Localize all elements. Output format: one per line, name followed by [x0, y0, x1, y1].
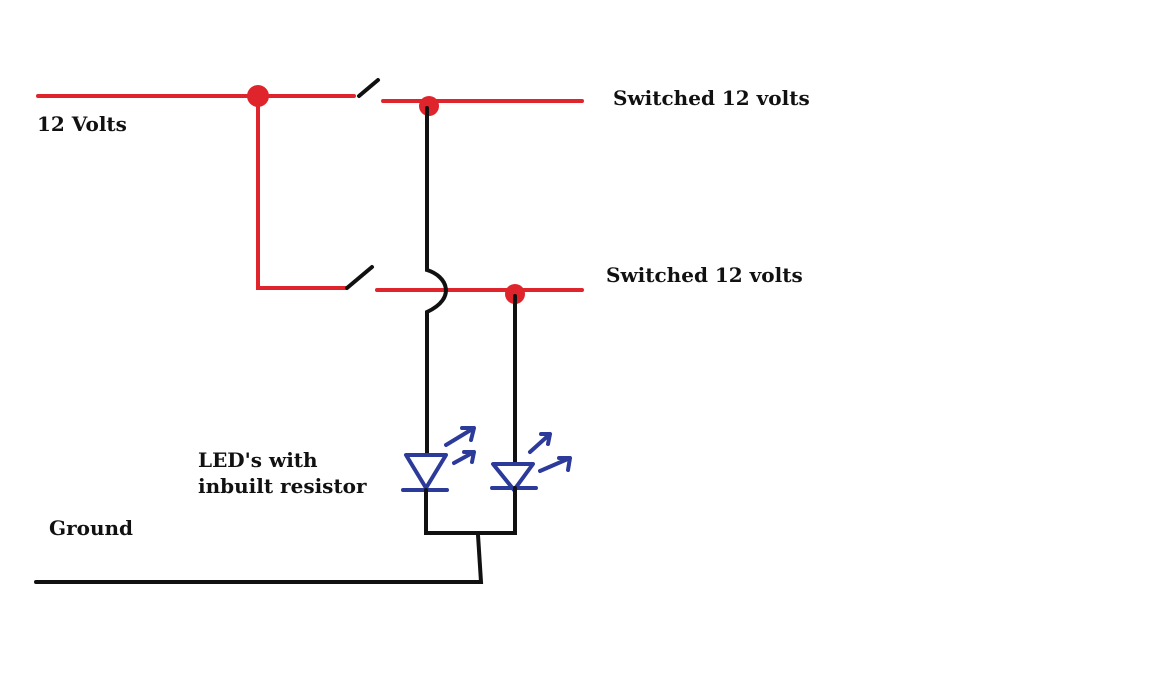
top-output-junction-node — [419, 96, 439, 116]
led-ground-bus — [424, 486, 517, 535]
switched-top-label: Switched 12 volts — [613, 86, 810, 110]
led1-symbol — [401, 426, 476, 492]
led-note-label: LED's with inbuilt resistor — [198, 448, 367, 498]
bottom-switch — [345, 265, 374, 290]
top-switch — [357, 78, 380, 98]
branch-wire — [256, 94, 348, 290]
ground-label: Ground — [49, 516, 134, 540]
led1-feed-wire — [425, 106, 448, 457]
ground-wire — [34, 533, 484, 584]
supply-label: 12 Volts — [37, 112, 127, 136]
led2-symbol — [490, 432, 572, 492]
switched-bottom-label: Switched 12 volts — [606, 263, 803, 287]
supply-junction-node — [247, 85, 269, 107]
